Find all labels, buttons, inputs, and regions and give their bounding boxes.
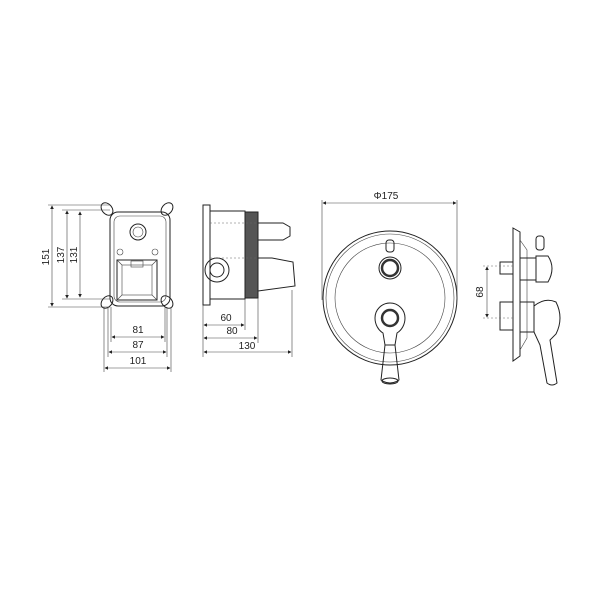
dim-diameter-175: Φ175 <box>374 191 399 202</box>
front-box-view: 151 137 131 81 87 101 <box>41 202 174 372</box>
dim-130: 130 <box>239 341 256 352</box>
dim-60: 60 <box>220 313 232 324</box>
dim-137: 137 <box>56 246 67 263</box>
dim-68: 68 <box>475 286 486 298</box>
dim-131: 131 <box>69 246 80 263</box>
indicator-cap <box>385 239 395 253</box>
screw-icon <box>151 248 159 256</box>
screw-icon <box>116 248 124 256</box>
plate-front-view: Φ175 <box>321 191 458 385</box>
dim-101: 101 <box>130 356 147 367</box>
side-box-view: 60 80 130 <box>202 204 296 357</box>
dim-87: 87 <box>132 340 144 351</box>
dim-81: 81 <box>132 325 144 336</box>
dim-80: 80 <box>226 326 238 337</box>
plate-side-view: 68 <box>475 227 561 386</box>
dim-151: 151 <box>41 248 52 265</box>
